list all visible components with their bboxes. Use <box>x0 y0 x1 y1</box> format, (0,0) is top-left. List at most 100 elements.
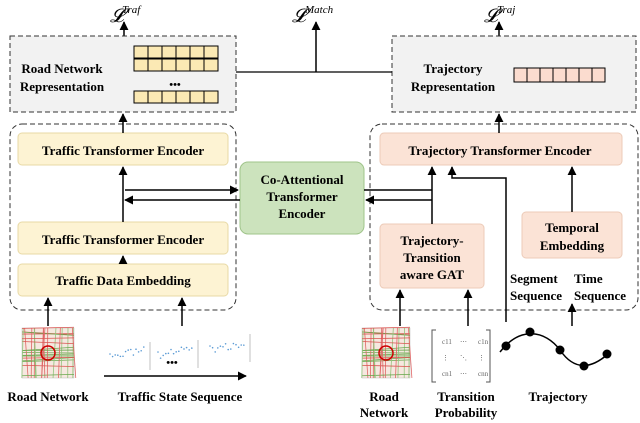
matrix-entry: c11 <box>442 338 452 346</box>
plot-point <box>183 348 185 350</box>
map-road <box>21 346 75 351</box>
matrix-bracket-left <box>431 329 436 383</box>
map-road <box>21 326 75 329</box>
traj-grid-cell <box>513 67 528 83</box>
traffic-encoder-bottom-label: Traffic Transformer Encoder <box>42 232 204 247</box>
plot-point <box>143 346 145 348</box>
map-road <box>21 364 75 367</box>
traj-grid-cell <box>539 67 554 83</box>
plot-point <box>237 346 240 349</box>
road-grid-cell <box>161 90 177 104</box>
plot-point <box>130 348 132 351</box>
input-trajectory-label: Trajectory <box>529 389 588 404</box>
loss-traf-label: 𝓛 Traf <box>110 4 142 27</box>
map-road <box>361 373 411 377</box>
traj-rep-label-1: Trajectory <box>424 61 483 76</box>
map-road <box>58 327 61 379</box>
road-grid-cell <box>147 90 163 104</box>
map-road <box>395 327 398 379</box>
center-label-1: Co-Attentional <box>260 172 343 187</box>
map-road <box>21 356 75 359</box>
road-grid-cell <box>147 45 163 59</box>
plot-point <box>157 351 159 353</box>
matrix-entry: cn1 <box>442 370 453 378</box>
input-road-network-label: Road Network <box>7 389 89 404</box>
road-grid-cell <box>189 45 205 59</box>
gat-label-1: Trajectory- <box>400 233 463 248</box>
traj-grid-cell <box>526 67 541 83</box>
map-road <box>361 353 411 356</box>
gat-label-2: Transition <box>403 250 461 265</box>
gat-label-3: aware GAT <box>400 267 464 282</box>
trajectory-embedding-grid <box>513 67 606 83</box>
map-road <box>43 327 46 379</box>
map-center-ring <box>378 345 394 361</box>
plot-point <box>119 355 122 358</box>
map-road <box>361 341 411 345</box>
trajectory-point <box>501 341 511 351</box>
arrow-segment-to-encoder <box>447 166 507 322</box>
map-road <box>364 327 369 379</box>
map-road <box>361 357 411 362</box>
traffic-encoder-top-label: Traffic Transformer Encoder <box>42 143 204 158</box>
plot-point <box>217 347 219 349</box>
trajectory-road-network-map-image <box>361 326 413 379</box>
road-network-map-image <box>21 326 77 379</box>
plot-point <box>167 352 170 355</box>
map-road <box>361 327 364 379</box>
map-road <box>41 327 46 379</box>
transition-probability-matrix: c11⋯c1n⋮⋱⋮cn1⋯cnn <box>431 329 491 383</box>
map-road <box>397 327 400 379</box>
map-road <box>21 337 75 340</box>
plot-point <box>117 354 119 357</box>
matrix-entry: ⋯ <box>460 370 467 378</box>
road-rep-label-2: Representation <box>20 79 105 94</box>
trajectory-module-container <box>369 123 639 311</box>
map-road <box>361 364 411 367</box>
road-grid-ellipsis: ••• <box>169 79 181 91</box>
traj-grid-cell <box>578 67 593 83</box>
loss-traj-sup: Traj <box>497 4 515 16</box>
plot-point <box>137 351 140 353</box>
plot-point <box>180 346 183 349</box>
map-road <box>361 326 411 329</box>
trajectory-point <box>525 327 535 337</box>
plot-point <box>132 354 135 356</box>
map-road <box>379 327 384 379</box>
road-embedding-grid <box>133 45 219 104</box>
road-rep-label-1: Road Network <box>21 61 103 76</box>
center-label-2: Transformer <box>266 189 337 204</box>
input-prob-label-1: Transition <box>437 389 495 404</box>
matrix-bracket-right <box>486 329 491 383</box>
plot-point <box>109 353 111 355</box>
map-road <box>372 327 376 379</box>
plot-point <box>240 344 242 346</box>
map-road <box>370 327 372 379</box>
traffic-embedding-label: Traffic Data Embedding <box>55 273 191 288</box>
map-road <box>30 327 33 379</box>
matrix-entry: ⋯ <box>460 338 467 346</box>
map-road <box>361 346 411 351</box>
time-sequence-label-2: Sequence <box>574 288 626 303</box>
matrix-entry: ⋱ <box>460 354 467 362</box>
map-road <box>21 357 75 362</box>
loss-match-label: 𝓛 Match <box>292 4 334 27</box>
time-sequence-label-1: Time <box>574 271 603 286</box>
plot-point <box>222 345 224 348</box>
road-grid-cell <box>161 58 177 72</box>
map-road <box>390 327 394 379</box>
plot-point <box>191 347 193 349</box>
road-grid-cell <box>133 58 149 72</box>
input-road-label-1: Road <box>369 389 399 404</box>
input-traffic-state-label: Traffic State Sequence <box>118 389 243 404</box>
plot-point <box>232 342 235 345</box>
temporal-label-2: Embedding <box>540 238 605 253</box>
plot-point <box>235 343 237 346</box>
traj-rep-label-2: Representation <box>411 79 496 94</box>
input-prob-label-2: Probability <box>435 405 498 420</box>
plot-point <box>219 345 222 347</box>
map-road <box>361 337 411 340</box>
trajectory-transformer-encoder <box>379 132 623 166</box>
plot-point <box>111 355 114 358</box>
plot-point <box>185 346 188 349</box>
